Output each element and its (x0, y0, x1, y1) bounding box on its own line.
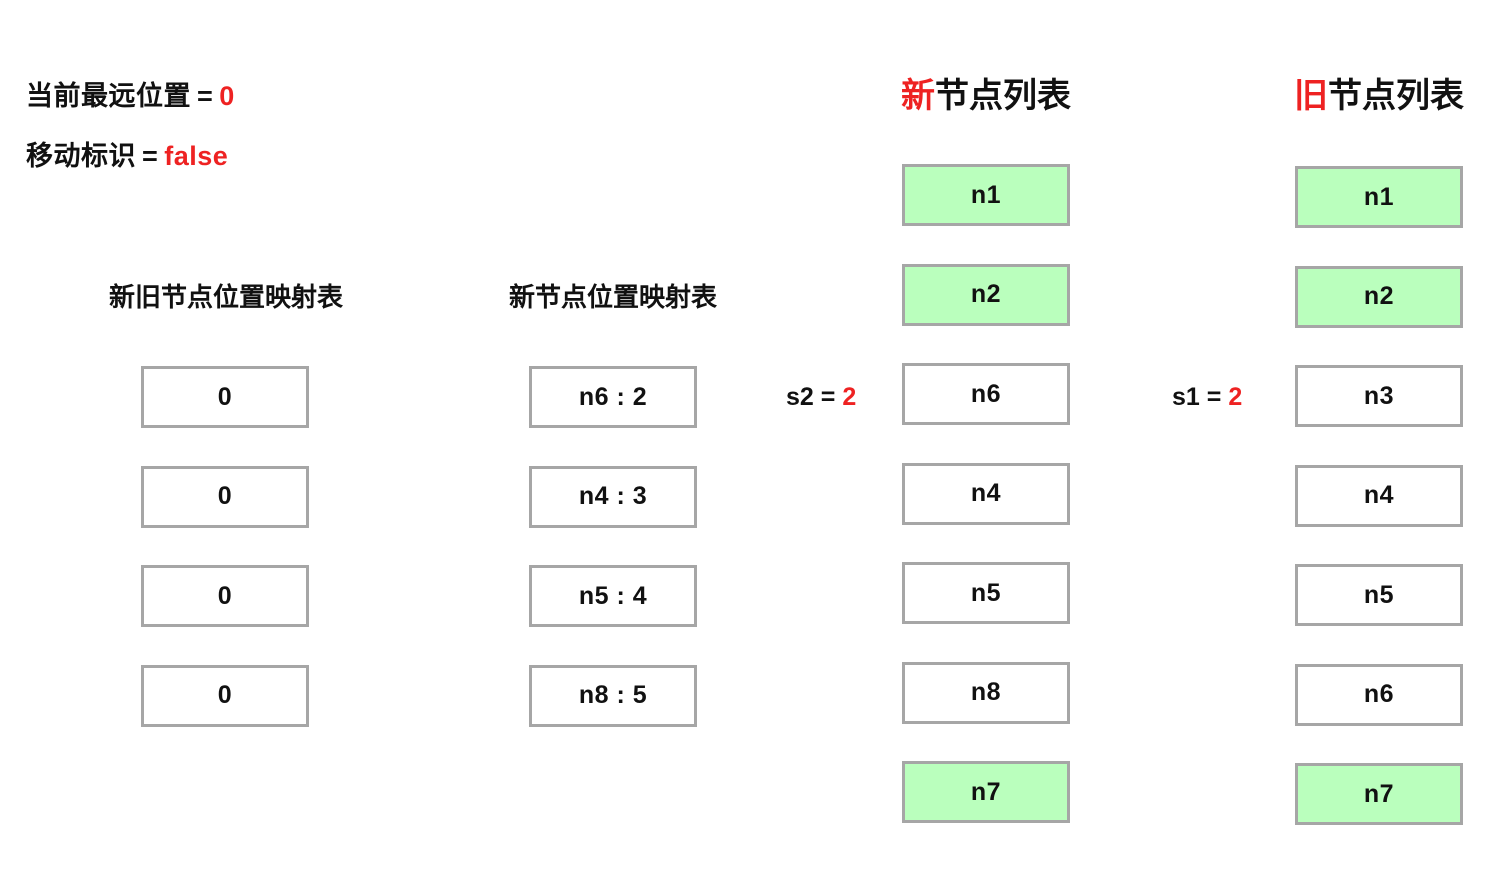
cell-label: 0 (217, 382, 233, 411)
pointer-s1-equals: = (1206, 383, 1222, 411)
pointer-s2-name: s2 (786, 383, 814, 411)
heading-old-node-list: 旧节点列表 (1246, 68, 1510, 117)
cell-map-new: n8 : 5 (529, 664, 697, 727)
heading-new-node-list: 新节点列表 (836, 68, 1136, 117)
cell-label: n6 (1363, 680, 1395, 708)
cell-label: n5 : 4 (578, 581, 648, 610)
status-moved-value: false (164, 141, 229, 171)
heading-old-new-position-map: 新旧节点位置映射表 (108, 282, 343, 312)
cell-label: n6 : 2 (578, 382, 648, 411)
cell-label: 0 (217, 581, 233, 610)
cell-old-list: n6 (1295, 663, 1463, 726)
cell-label: n2 (1363, 282, 1395, 310)
heading-old-accent: 旧 (1294, 77, 1328, 115)
cell-new-list: n4 (902, 462, 1070, 525)
heading-new-accent: 新 (901, 77, 935, 115)
cell-new-list: n1 (902, 164, 1070, 226)
cell-label: n5 (970, 578, 1002, 607)
cell-label: n4 : 3 (578, 482, 648, 510)
status-farthest-value: 0 (219, 81, 235, 111)
cell-label: n1 (970, 180, 1002, 209)
cell-label: n5 (1363, 580, 1395, 609)
cell-label: n3 (1363, 381, 1395, 410)
status-moved-label: 移动标识 (26, 141, 136, 171)
heading-new-position-map: 新节点位置映射表 (508, 282, 717, 312)
pointer-s1-name: s1 (1172, 383, 1200, 411)
status-moved-flag: 移动标识=false (26, 134, 228, 173)
pointer-s2-value: 2 (842, 383, 857, 411)
pointer-s1: s1 = 2 (1172, 383, 1242, 412)
cell-new-list: n8 (902, 661, 1070, 724)
cell-new-list: n2 (902, 263, 1070, 326)
cell-old-list: n1 (1295, 166, 1463, 228)
cell-old-list: n4 (1295, 464, 1463, 527)
status-moved-equals: = (142, 141, 159, 171)
cell-map-new: n5 : 4 (529, 565, 697, 627)
cell-new-list: n5 (902, 562, 1070, 624)
heading-old-rest: 节点列表 (1328, 77, 1464, 115)
cell-label: n8 (970, 678, 1002, 706)
cell-label: 0 (217, 681, 233, 709)
cell-new-list: n6 (902, 363, 1070, 425)
heading-new-rest: 节点列表 (935, 77, 1071, 115)
status-farthest-label: 当前最远位置 (26, 81, 191, 111)
cell-map-oldnew: 0 (141, 565, 309, 627)
cell-label: n7 (970, 777, 1002, 806)
cell-old-list: n3 (1295, 365, 1463, 427)
cell-old-list: n2 (1295, 265, 1463, 328)
cell-label: 0 (217, 482, 233, 510)
cell-label: n8 : 5 (578, 681, 648, 709)
cell-map-oldnew: 0 (141, 465, 309, 528)
cell-new-list: n7 (902, 761, 1070, 823)
pointer-s1-value: 2 (1228, 383, 1243, 411)
cell-label: n7 (1363, 779, 1395, 808)
pointer-s2: s2 = 2 (786, 383, 856, 412)
cell-label: n4 (970, 479, 1002, 507)
cell-old-list: n5 (1295, 564, 1463, 626)
cell-label: n6 (970, 379, 1002, 408)
cell-map-oldnew: 0 (141, 664, 309, 727)
pointer-s2-equals: = (820, 383, 836, 411)
cell-map-new: n4 : 3 (529, 465, 697, 528)
status-farthest-equals: = (197, 81, 214, 111)
cell-label: n4 (1363, 481, 1395, 509)
status-farthest-position: 当前最远位置=0 (26, 74, 235, 113)
cell-map-oldnew: 0 (141, 366, 309, 428)
cell-label: n2 (970, 280, 1002, 308)
cell-map-new: n6 : 2 (529, 366, 697, 428)
cell-label: n1 (1363, 182, 1395, 211)
cell-old-list: n7 (1295, 763, 1463, 825)
